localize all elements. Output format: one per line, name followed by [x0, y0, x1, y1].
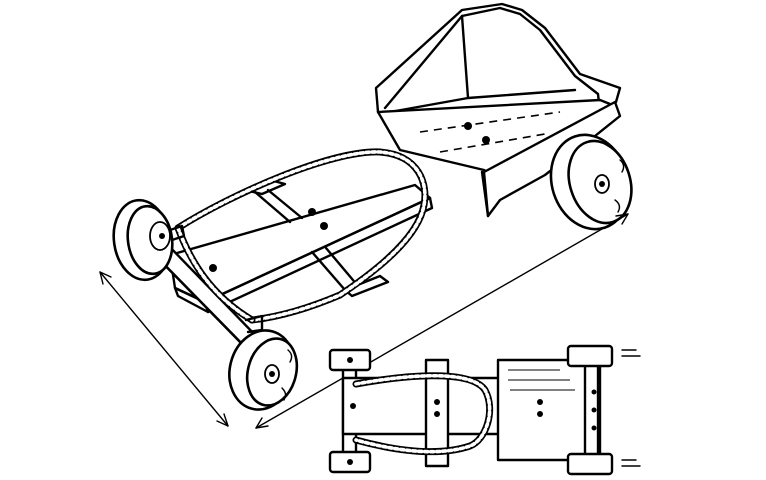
- top-view: [328, 344, 641, 476]
- perspective-view: [99, 2, 633, 429]
- seat-box: [374, 2, 622, 218]
- rear-wheel-right: [549, 133, 633, 231]
- front-wheel-right: [228, 314, 299, 411]
- front-wheel-left: [112, 198, 186, 282]
- top-rear-wheel-1: [566, 344, 614, 368]
- top-seat-box: [496, 358, 600, 462]
- steering-rope: [174, 148, 429, 324]
- top-main-plank: [341, 376, 505, 436]
- main-plank: [168, 178, 434, 314]
- top-rear-wheel-2: [566, 452, 614, 476]
- dimension-arrows: [99, 213, 629, 429]
